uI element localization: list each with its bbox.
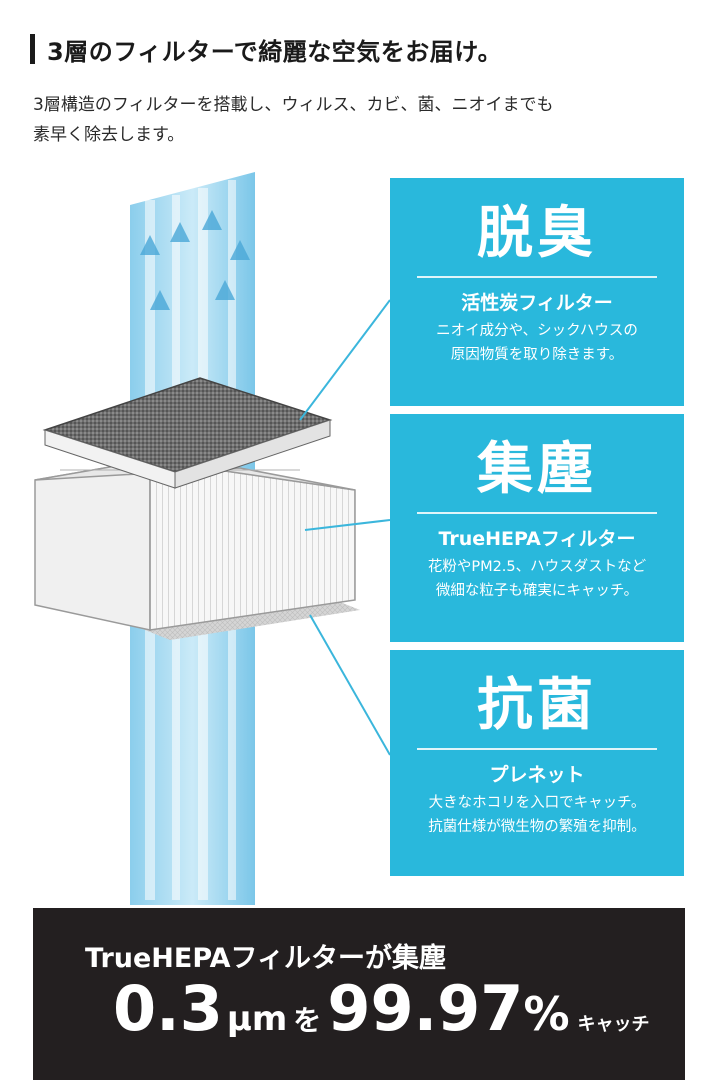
dust-collection-card: 集塵 TrueHEPAフィルター 花粉やPM2.5、ハウスダストなど 微細な粒子… [390, 414, 684, 642]
card-desc-line-2: 抗菌仕様が微生物の繁殖を抑制。 [428, 818, 646, 835]
catch-percent-value: 99.97 [327, 972, 524, 1045]
antibacterial-card: 抗菌 プレネット 大きなホコリを入口でキャッチ。 抗菌仕様が微生物の繁殖を抑制。 [390, 650, 684, 876]
catch-rate-panel: TrueHEPAフィルターが集塵 0.3 μm を 99.97 % キャッチ [33, 908, 685, 1080]
card-divider [417, 748, 657, 750]
card-divider [417, 512, 657, 514]
card-desc-line-1: ニオイ成分や、シックハウスの [436, 322, 638, 339]
card-subtitle: TrueHEPAフィルター [438, 527, 636, 550]
card-divider [417, 276, 657, 278]
card-subtitle: 活性炭フィルター [461, 291, 613, 314]
section-heading: 3層のフィルターで綺麗な空気をお届け。 [30, 32, 502, 66]
card-description: 花粉やPM2.5、ハウスダストなど 微細な粒子も確実にキャッチ。 [390, 555, 684, 603]
filter-layers-illustration [34, 172, 390, 905]
particle-size-value: 0.3 [113, 972, 223, 1045]
intro-text: 3層構造のフィルターを搭載し、ウィルス、カビ、菌、ニオイまでも 素早く除去します… [33, 90, 683, 150]
heading-text: 3層のフィルターで綺麗な空気をお届け。 [47, 37, 503, 66]
card-desc-line-2: 原因物質を取り除きます。 [450, 346, 624, 363]
card-desc-line-1: 花粉やPM2.5、ハウスダストなど [427, 558, 647, 575]
carbon-filter-layer [42, 377, 333, 489]
percent-sign: % [523, 987, 570, 1041]
intro-line-1: 3層構造のフィルターを搭載し、ウィルス、カビ、菌、ニオイまでも [33, 95, 554, 115]
card-desc-line-2: 微細な粒子も確実にキャッチ。 [435, 582, 639, 599]
catch-headline: TrueHEPAフィルターが集塵 [85, 943, 447, 974]
heading-accent-bar [30, 34, 35, 64]
card-description: 大きなホコリを入口でキャッチ。 抗菌仕様が微生物の繁殖を抑制。 [390, 791, 684, 839]
catch-verb: キャッチ [577, 1014, 650, 1035]
deodorize-card: 脱臭 活性炭フィルター ニオイ成分や、シックハウスの 原因物質を取り除きます。 [390, 178, 684, 406]
card-description: ニオイ成分や、シックハウスの 原因物質を取り除きます。 [390, 319, 684, 367]
card-title: 抗菌 [477, 673, 597, 738]
intro-line-2: 素早く除去します。 [33, 125, 185, 145]
card-title: 脱臭 [477, 201, 597, 266]
card-subtitle: プレネット [489, 763, 585, 786]
catch-figures: 0.3 μm を 99.97 % キャッチ [113, 972, 650, 1045]
particle-size-unit: μm [226, 999, 288, 1039]
card-desc-line-1: 大きなホコリを入口でキャッチ。 [428, 794, 646, 811]
hepa-filter-layer [34, 459, 356, 631]
connector-lines [299, 299, 390, 756]
card-title: 集塵 [477, 437, 597, 502]
particle-text: を [293, 1004, 322, 1037]
